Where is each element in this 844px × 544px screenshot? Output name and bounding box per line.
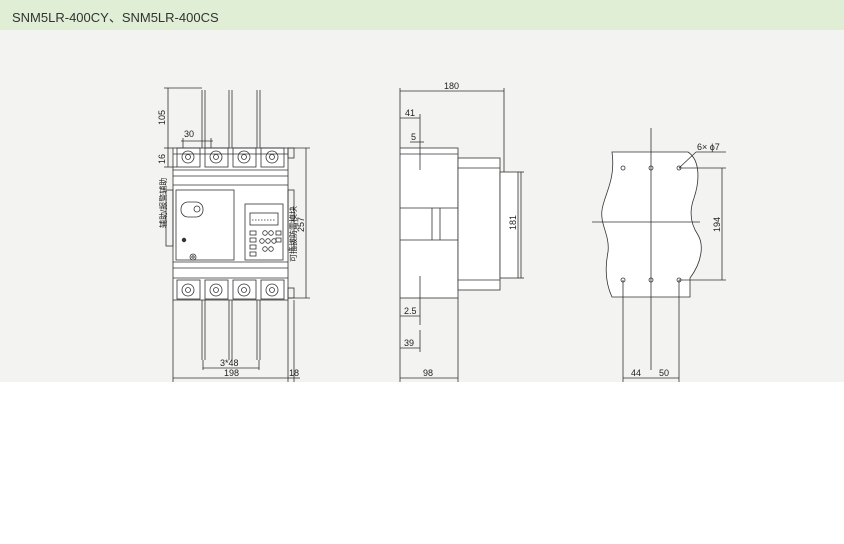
dim-44: 44	[631, 368, 641, 378]
dim-50: 50	[659, 368, 669, 378]
technical-drawing: 105 30 16 257 3*48 198 18 辅助/报警辅助 可插拔防雷模…	[157, 81, 726, 382]
page-title: SNM5LR-400CY、SNM5LR-400CS	[12, 10, 219, 25]
side-view	[399, 88, 524, 382]
dim-194: 194	[712, 217, 722, 232]
side-dim-texts: 180 41 5 181 2.5 39 98	[404, 81, 518, 378]
dim-6xphi7: 6× ϕ7	[697, 142, 720, 152]
dim-198: 198	[224, 368, 239, 378]
mount-dim-texts: 6× ϕ7 194 44 50	[631, 142, 722, 378]
dim-5: 5	[411, 132, 416, 142]
drawing-panel: 105 30 16 257 3*48 198 18 辅助/报警辅助 可插拔防雷模…	[0, 30, 844, 382]
dim-16: 16	[157, 154, 167, 164]
dim-180: 180	[444, 81, 459, 91]
dim-257: 257	[296, 217, 306, 232]
mounting-view	[592, 128, 726, 382]
aux-label: 辅助/报警辅助	[158, 178, 168, 228]
dim-2-5: 2.5	[404, 306, 417, 316]
title-bar: SNM5LR-400CY、SNM5LR-400CS	[0, 0, 844, 30]
dim-3x48: 3*48	[220, 358, 239, 368]
front-dim-texts: 105 30 16 257 3*48 198 18 辅助/报警辅助 可插拔防雷模…	[157, 110, 306, 378]
dim-41: 41	[405, 108, 415, 118]
dim-105: 105	[157, 110, 167, 125]
dim-39: 39	[404, 338, 414, 348]
dim-181: 181	[508, 215, 518, 230]
dim-98: 98	[423, 368, 433, 378]
front-view	[164, 87, 310, 382]
module-label: 可插拔防雷模块	[288, 206, 298, 262]
dim-18: 18	[289, 368, 299, 378]
dim-30: 30	[184, 129, 194, 139]
